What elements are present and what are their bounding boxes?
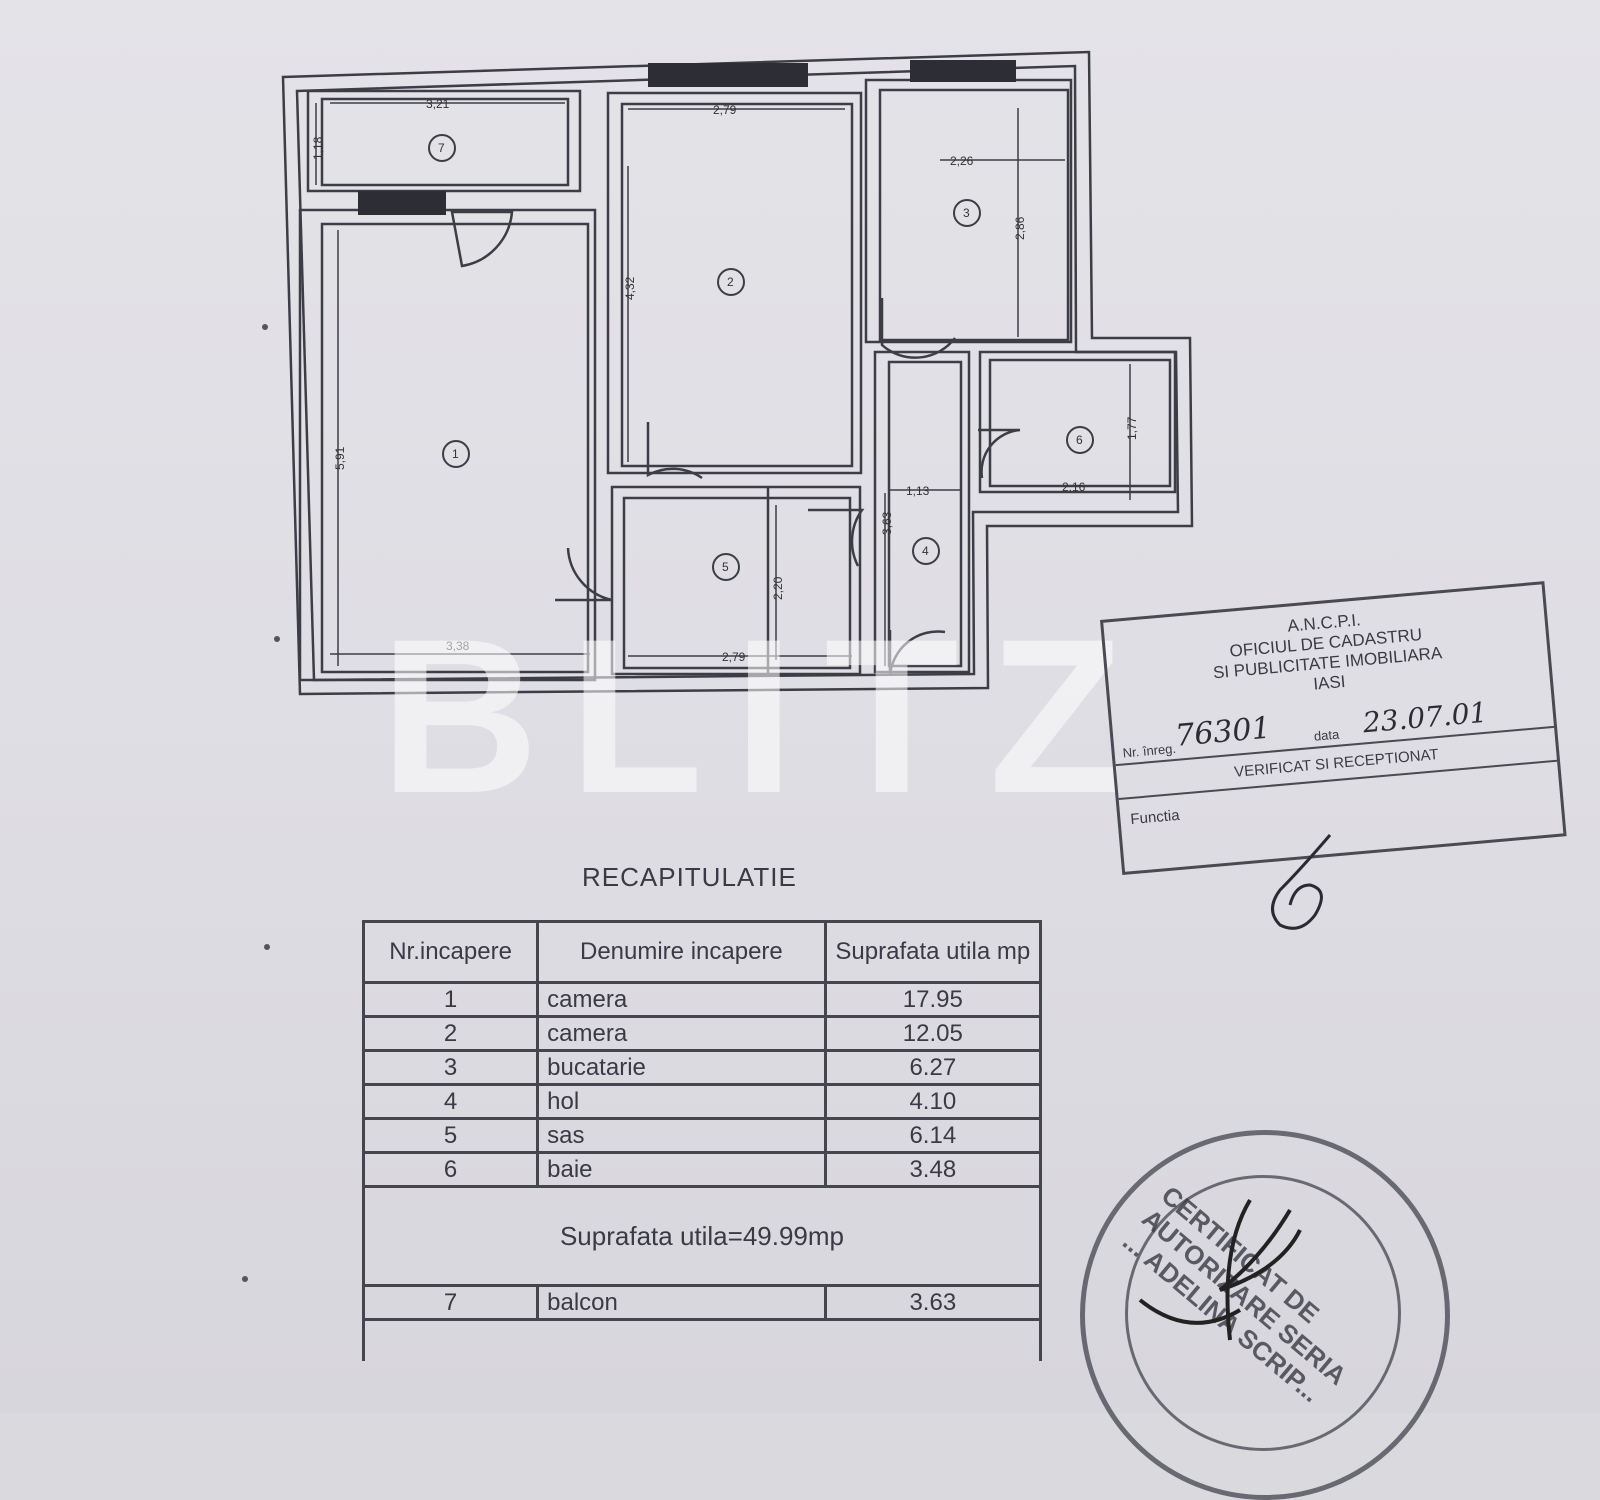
- total-area: Suprafata utila=49.99mp: [362, 1185, 1042, 1287]
- table-spacer-row: [362, 1318, 1042, 1361]
- cell-area: 6.27: [823, 1049, 1043, 1086]
- stamp-functia: Functia: [1129, 806, 1181, 829]
- room-6-inner: [988, 358, 1172, 488]
- table-row: 5 sas 6.14: [361, 1117, 1043, 1154]
- door: [646, 422, 703, 480]
- col-header: Suprafata utila mp: [823, 920, 1043, 984]
- room-number: 6: [1076, 433, 1083, 447]
- dim-label: 2,16: [1062, 480, 1086, 494]
- room-5-inner: [622, 496, 852, 670]
- signature: [1271, 834, 1332, 930]
- window: [648, 63, 808, 87]
- dim-label: 2,86: [1013, 216, 1027, 240]
- watermark: BLITZ: [380, 593, 1154, 839]
- recap-table-wrap: Nr.incapere Denumire incapere Suprafata …: [361, 920, 1043, 1361]
- margin-mark: [274, 636, 280, 642]
- outer-wall: [281, 50, 1194, 696]
- cell-nr: 4: [361, 1083, 540, 1120]
- dim-label: 2,79: [713, 103, 737, 117]
- cell-area: 4.10: [823, 1083, 1043, 1120]
- margin-mark: [242, 1276, 248, 1282]
- total-row: Suprafata utila=49.99mp: [362, 1185, 1042, 1287]
- room-7-inner: [320, 97, 570, 187]
- dim-label: 2,20: [771, 576, 785, 600]
- window: [910, 60, 1016, 82]
- room-3-inner: [878, 88, 1070, 342]
- cell-area: 17.95: [823, 981, 1043, 1018]
- cell-name: sas: [536, 1117, 827, 1154]
- room-number: 3: [963, 206, 970, 220]
- cell-nr: 5: [361, 1117, 540, 1154]
- door: [555, 547, 613, 602]
- cell-area: 3.63: [823, 1284, 1043, 1321]
- room-1-walls: [298, 208, 597, 682]
- cell-nr: 1: [361, 981, 540, 1018]
- room-5-walls: [610, 485, 862, 676]
- table-row: 1 camera 17.95: [361, 981, 1043, 1018]
- dim-label: 3,21: [426, 97, 450, 111]
- balcony-row: 7 balcon 3.63: [361, 1284, 1043, 1321]
- dim-label: 3,38: [446, 639, 470, 653]
- dim-label: 1,18: [311, 136, 325, 160]
- reg-label: Nr. înreg.: [1122, 740, 1177, 761]
- stamp-date: 23.07.01: [1361, 695, 1489, 740]
- cell-area: 12.05: [823, 1015, 1043, 1052]
- room-4-inner: [887, 360, 963, 668]
- reg-number: 76301: [1173, 710, 1273, 754]
- date-label: data: [1313, 726, 1340, 744]
- floor-plan: 3,21 1,18 2,79 2,26 2,86 4,32 5,91 1,77 …: [281, 50, 1194, 696]
- cell-name: bucatarie: [536, 1049, 827, 1086]
- room-2-walls: [606, 91, 863, 475]
- room-number: 2: [727, 275, 734, 289]
- dim-label: 1,77: [1125, 416, 1139, 440]
- dim-label: 3,63: [880, 511, 894, 535]
- table-row: 6 baie 3.48: [361, 1151, 1043, 1188]
- room-number: 5: [722, 560, 729, 574]
- dim-label: 2,79: [722, 650, 746, 664]
- cell-name: camera: [536, 1015, 827, 1052]
- door: [978, 428, 1021, 479]
- table-row: 3 bucatarie 6.27: [361, 1049, 1043, 1086]
- dim-label: 2,26: [950, 154, 974, 168]
- room-6-walls: [978, 350, 1177, 494]
- door: [450, 210, 514, 268]
- window: [358, 191, 446, 215]
- table-row: 4 hol 4.10: [361, 1083, 1043, 1120]
- table-row: 2 camera 12.05: [361, 1015, 1043, 1052]
- margin-mark: [264, 944, 270, 950]
- cell-name: balcon: [536, 1284, 827, 1321]
- room-number: 7: [438, 141, 445, 155]
- cell-nr: 6: [361, 1151, 540, 1188]
- cell-name: baie: [536, 1151, 827, 1188]
- room-number: 4: [922, 544, 929, 558]
- room-number: 1: [452, 447, 459, 461]
- cell-name: hol: [536, 1083, 827, 1120]
- col-header: Denumire incapere: [536, 920, 827, 984]
- room-2-inner: [620, 102, 854, 468]
- table-header-row: Nr.incapere Denumire incapere Suprafata …: [361, 920, 1043, 984]
- cell-area: 6.14: [823, 1117, 1043, 1154]
- recap-table: Nr.incapere Denumire incapere Suprafata …: [361, 920, 1043, 1361]
- dim-label: 5,91: [333, 446, 347, 470]
- outer-wall-inner: [295, 64, 1180, 682]
- col-header: Nr.incapere: [361, 920, 540, 984]
- cell-area: 3.48: [823, 1151, 1043, 1188]
- margin-mark: [262, 324, 268, 330]
- door: [808, 508, 865, 567]
- recap-title: RECAPITULATIE: [582, 862, 797, 892]
- dim-label: 1,13: [906, 484, 930, 498]
- door: [880, 298, 956, 359]
- seal-signature: [1138, 1198, 1302, 1341]
- door: [888, 630, 946, 677]
- cell-nr: 2: [361, 1015, 540, 1052]
- dim-label: 4,32: [623, 276, 637, 300]
- cell-name: camera: [536, 981, 827, 1018]
- cell-nr: 3: [361, 1049, 540, 1086]
- room-4-walls: [873, 350, 971, 674]
- cell-nr: 7: [361, 1284, 540, 1321]
